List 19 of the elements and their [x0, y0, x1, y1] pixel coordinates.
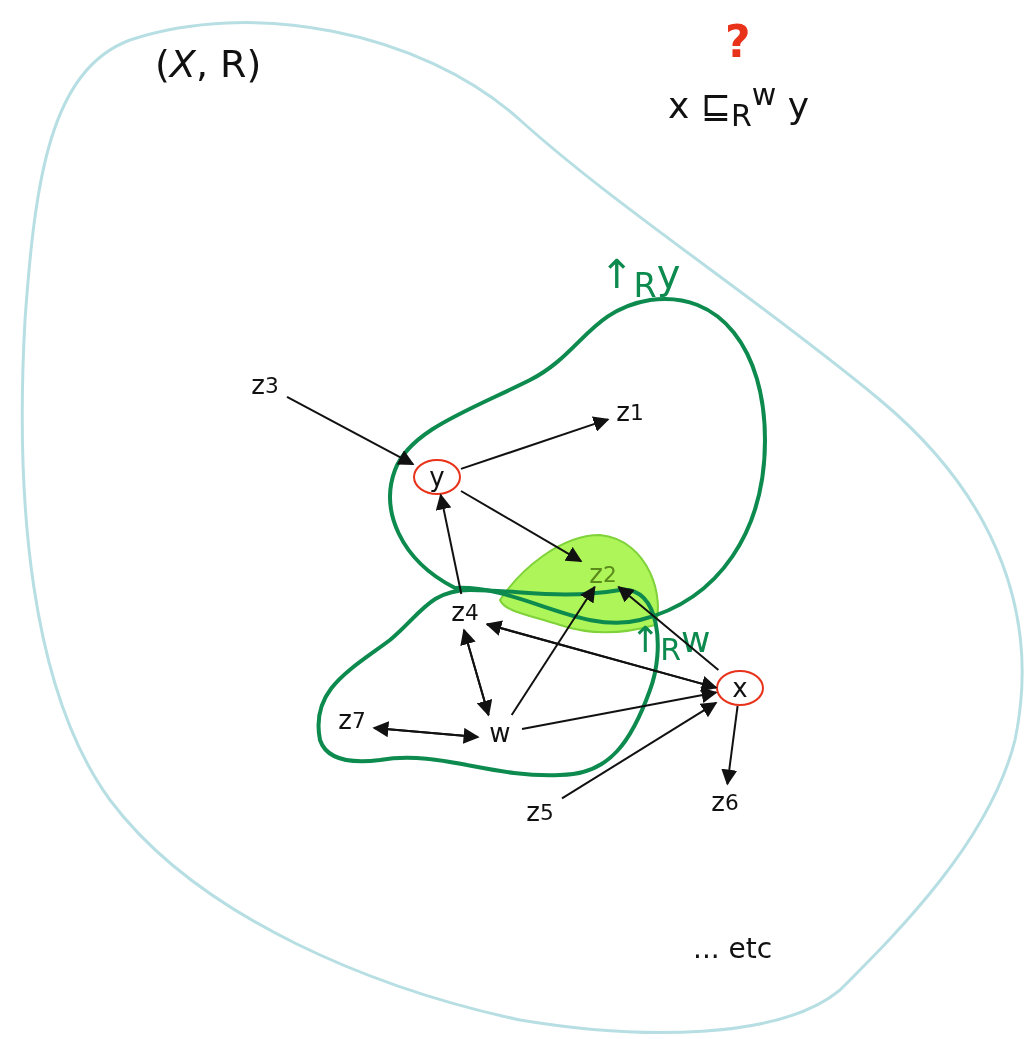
- arrow: [435, 493, 463, 595]
- region-label: ↑$_{R}$y: [600, 254, 681, 303]
- region-label: ↑$_{R}$w: [630, 622, 711, 666]
- point-label: w: [478, 715, 522, 751]
- arrow: [617, 586, 720, 671]
- arrow: [460, 490, 583, 563]
- arrow: [521, 687, 718, 730]
- note: ... etc: [693, 935, 773, 963]
- circled-point: x: [716, 670, 764, 706]
- arrow: [372, 721, 479, 739]
- set-title: (X, R): [155, 45, 262, 83]
- formula: x ⊑$_{R}$$^{w}$ y: [668, 80, 810, 132]
- arrow: [721, 705, 739, 786]
- arrow: [460, 416, 610, 470]
- arrow: [510, 585, 596, 716]
- question-mark: ?: [725, 20, 751, 64]
- arrow: [286, 395, 415, 466]
- circled-point: y: [413, 459, 461, 495]
- arrow: [561, 701, 718, 800]
